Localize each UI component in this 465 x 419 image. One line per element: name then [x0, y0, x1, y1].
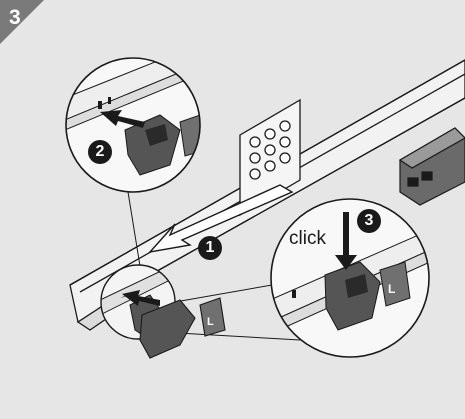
step-badge	[0, 0, 44, 44]
badge-1: 1	[198, 236, 222, 260]
rail-bracket	[239, 98, 301, 217]
push-arrow-3	[335, 212, 357, 270]
badge-2: 2	[88, 140, 112, 164]
click-label: click	[289, 228, 326, 249]
push-arrow-2	[100, 110, 145, 128]
push-arrow-1	[148, 184, 294, 254]
badge-3: 3	[357, 209, 381, 233]
detail-circle-right	[271, 199, 429, 357]
step-number: 3	[9, 6, 21, 29]
svg-text:L: L	[207, 316, 214, 328]
push-arrow-small	[122, 290, 160, 306]
clip-letter-mark: L	[388, 282, 395, 296]
clip-on-rail: L	[139, 297, 226, 359]
rear-locking-device	[398, 127, 465, 206]
